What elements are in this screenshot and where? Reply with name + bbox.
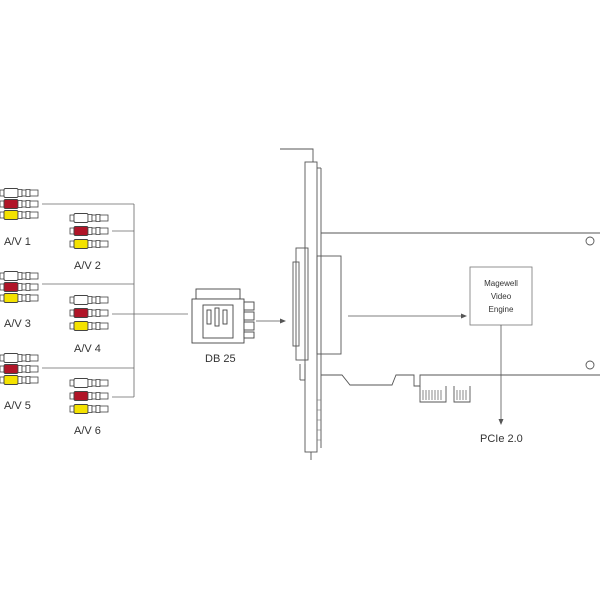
db25-to-card-arrow [256,318,286,324]
bracket-ticks [317,399,321,441]
av-label-2: A/V 2 [74,260,101,272]
pcie-gold-fingers [422,390,467,400]
av-label-6: A/V 6 [74,425,101,437]
av-label-1: A/V 1 [4,236,31,248]
av-group-2 [69,213,109,249]
engine-label-line-3: Engine [489,305,514,314]
pcie-card [280,148,600,460]
av-group-3 [0,271,39,303]
av-label-3: A/V 3 [4,318,31,330]
av-group-5 [0,353,39,385]
db25-connector [191,288,255,344]
pcie-label: PCIe 2.0 [480,433,523,445]
engine-label-line-1: Magewell [484,279,518,288]
video-engine-box [469,266,533,326]
db25-label: DB 25 [205,353,236,365]
av-group-6 [69,378,109,414]
port-to-engine-arrow [348,313,467,319]
av-label-5: A/V 5 [4,400,31,412]
engine-to-pcie-arrow [498,325,504,425]
av-label-4: A/V 4 [74,343,101,355]
av-group-1 [0,188,39,220]
av-group-4 [69,295,109,331]
engine-label-line-2: Video [491,292,512,301]
cable-bundle-lines [42,203,188,398]
